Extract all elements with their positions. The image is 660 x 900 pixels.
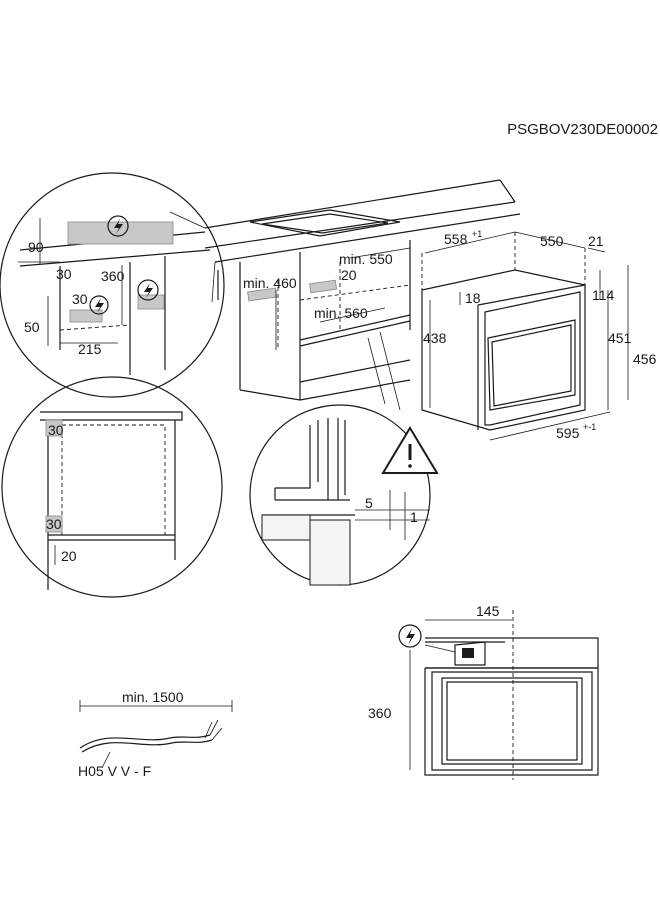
clearance-marker [45,419,63,437]
dim-50: 50 [24,319,40,335]
oven-perspective [421,231,629,441]
connection-box [309,279,338,294]
dim-1: 1 [410,509,418,525]
connection-zone [67,221,174,245]
electric-connection-icon [137,279,159,301]
document-code: PSGBOV230DE00002 [507,121,658,138]
dim-595-tolerance: +-1 [583,422,596,432]
connection-zone [137,294,165,310]
electric-connection-icon [89,295,109,315]
dim-456: 456 [633,351,657,367]
dim-21: 21 [588,233,604,249]
detail-circle-gap [249,331,431,586]
detail-circle-side-clearance [1,376,223,598]
electric-connection-icon [398,624,422,648]
dim-360-left: 360 [101,268,125,284]
kitchen-worktop [204,179,521,401]
dim-min-1500: min. 1500 [122,689,184,705]
clearance-marker [45,515,63,533]
dim-595: 595 [556,425,580,441]
electric-connection-icon [107,215,129,237]
warning-triangle-icon [381,426,439,474]
dim-558: 558 [444,231,468,247]
dim-438: 438 [423,330,447,346]
dim-min-560: min. 560 [314,305,368,321]
dim-30-side-top: 30 [48,422,64,438]
dim-18: 18 [465,290,481,306]
detail-circle-connection [0,172,225,398]
dim-215: 215 [78,341,102,357]
oven-front-view [409,610,599,780]
dim-30-top: 30 [56,266,72,282]
dim-min-550: min. 550 [339,251,393,267]
dim-114: 114 [592,287,615,303]
dim-145: 145 [476,603,500,619]
dim-min-460: min. 460 [243,275,297,291]
dim-451: 451 [608,330,632,346]
dim-20-side: 20 [61,548,77,564]
connection-socket [462,648,474,658]
dim-360-front: 360 [368,705,392,721]
dim-20-niche: 20 [341,267,357,283]
dim-30-side-bottom: 30 [46,516,62,532]
cable-icon [79,700,233,769]
cable-type-label: H05 V V - F [78,763,151,779]
dim-5: 5 [365,495,373,511]
dim-550: 550 [540,233,564,249]
dim-90: 90 [28,239,44,255]
dim-30-mid: 30 [72,291,88,307]
connection-zone [69,309,103,323]
dim-558-tolerance: +1 [472,229,482,239]
